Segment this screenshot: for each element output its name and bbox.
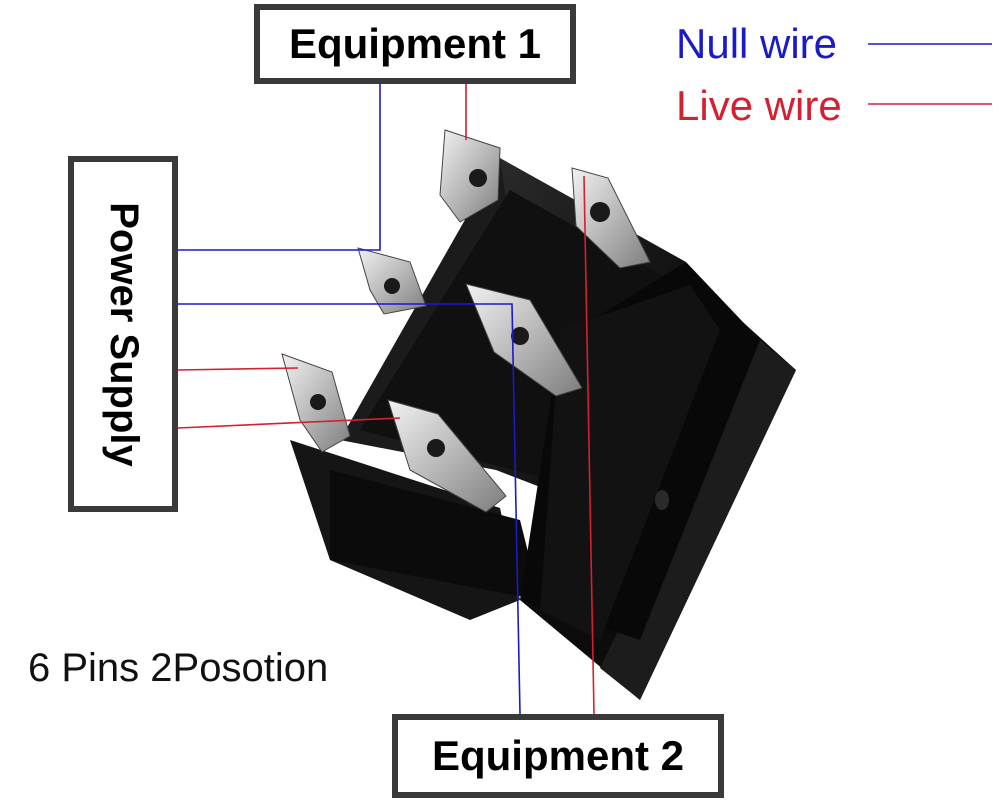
- terminal-pin: [281, 353, 351, 453]
- terminal-pin: [439, 129, 501, 223]
- terminal-pin: [465, 283, 583, 397]
- terminal-pin: [387, 399, 507, 513]
- terminal-pin: [571, 167, 651, 269]
- switch-body: [290, 158, 796, 700]
- live-wire-legend-label: Live wire: [676, 82, 842, 129]
- live-wire-supply-2: [177, 417, 401, 429]
- null-wire-lines: [178, 43, 992, 715]
- equipment-1-label: Equipment 1: [254, 4, 576, 84]
- power-supply-label: Power Supply: [68, 156, 178, 512]
- pin-configuration-caption: 6 Pins 2Posotion: [28, 646, 329, 690]
- null-wire-eq2: [178, 303, 521, 715]
- live-wire-supply-1: [177, 367, 299, 371]
- equipment-2-label: Equipment 2: [392, 714, 724, 798]
- null-wire-eq1: [178, 84, 381, 251]
- null-wire-legend-label: Null wire: [676, 20, 838, 67]
- terminal-pin: [357, 247, 427, 315]
- live-wire-lines: [177, 84, 992, 715]
- live-wire-eq2: [583, 175, 595, 715]
